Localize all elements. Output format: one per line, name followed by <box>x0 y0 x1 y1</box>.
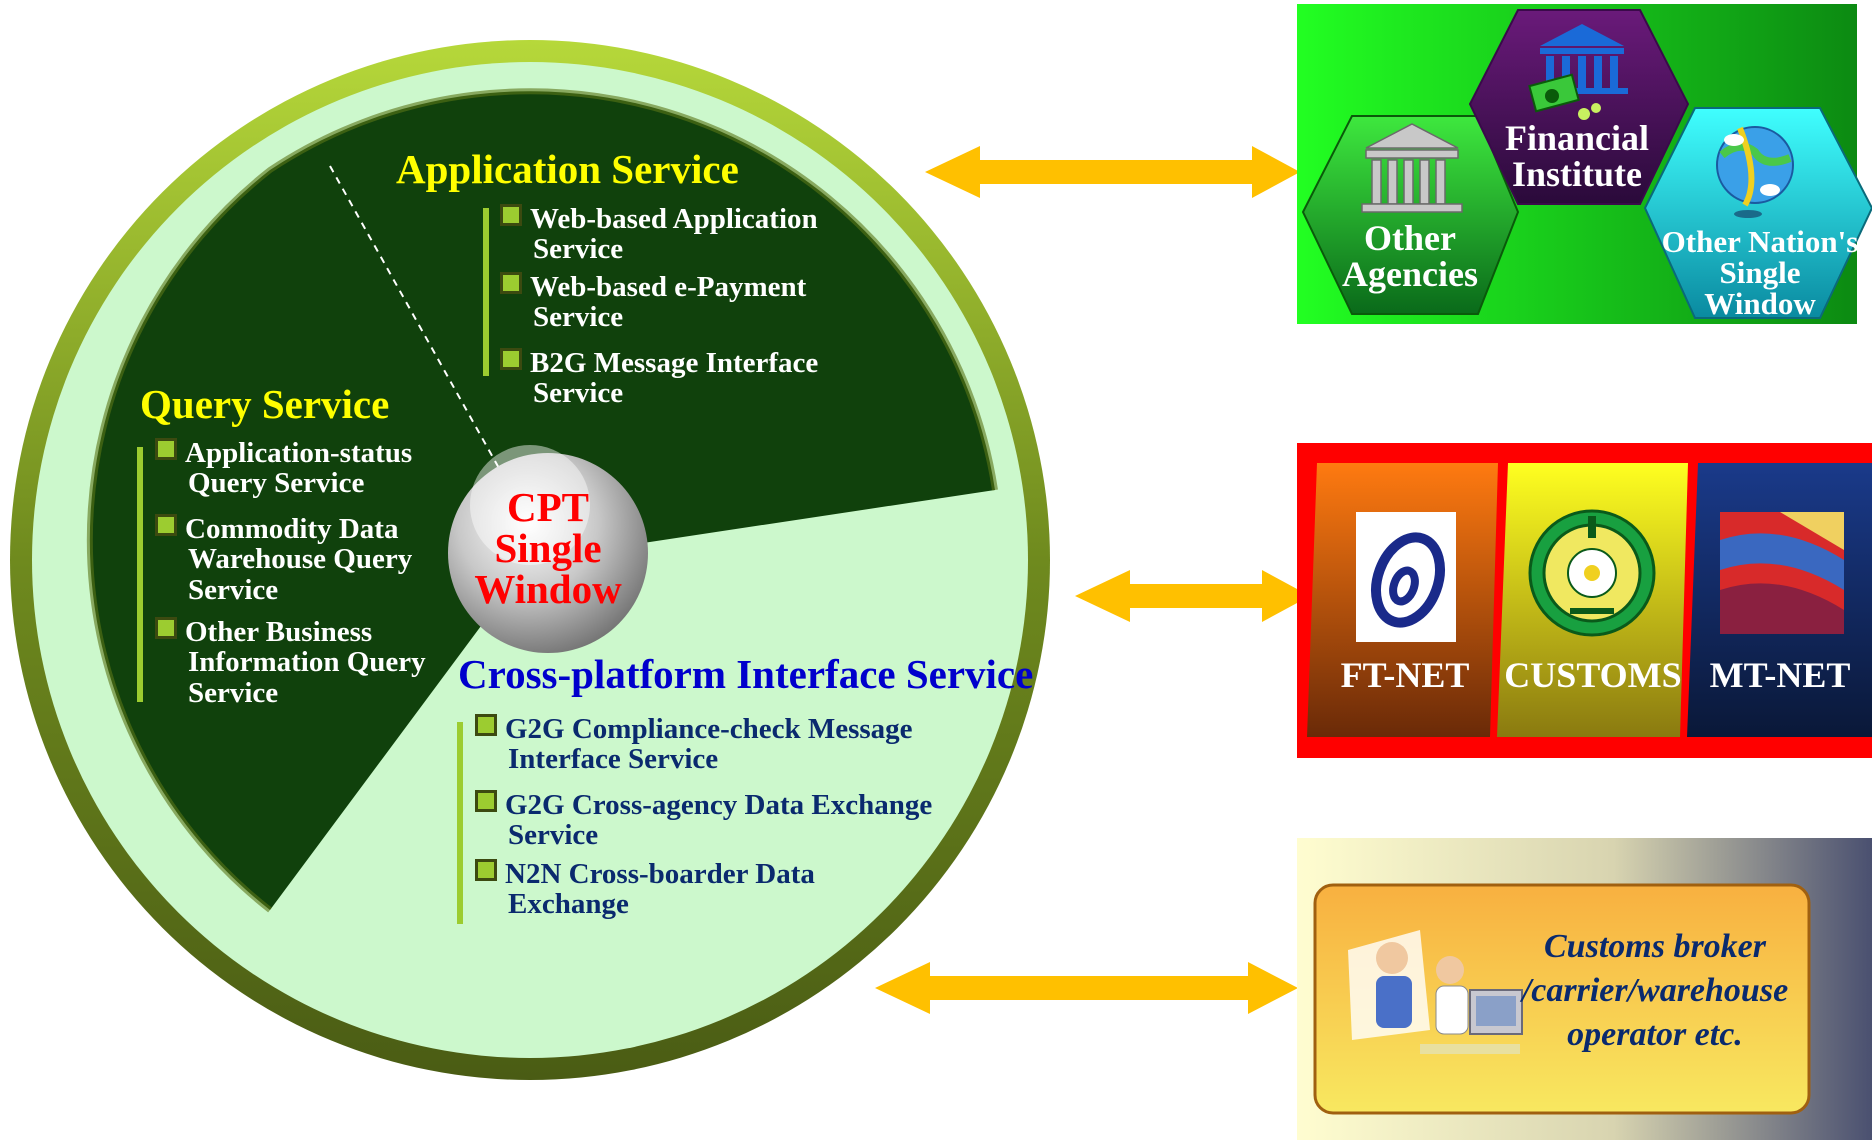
bullet-icon <box>155 617 177 639</box>
hex-financial <box>1468 9 1690 205</box>
arrow-bottom <box>875 962 1298 1014</box>
center-title: CPT Single Window <box>470 487 626 610</box>
query-item-1: Application-status Query Service <box>155 438 412 499</box>
arrow-middle <box>1075 570 1310 622</box>
application-title: Application Service <box>396 146 739 192</box>
application-item-1: Web-based Application Service <box>500 204 818 265</box>
bullet-icon <box>475 859 497 881</box>
broker-inner-panel <box>1313 883 1811 1115</box>
center-line-3: Window <box>474 566 622 612</box>
bullet-icon <box>475 790 497 812</box>
people-computer-icon <box>1348 930 1523 1054</box>
application-item-3: B2G Message Interface Service <box>500 348 818 409</box>
building-icon <box>1361 123 1463 213</box>
application-item-2: Web-based e-Payment Service <box>500 272 806 333</box>
bullet-icon <box>500 204 522 226</box>
bullet-icon <box>475 714 497 736</box>
globe-icon <box>1716 126 1794 218</box>
query-item-2: Commodity Data Warehouse Query Service <box>155 514 412 605</box>
query-bar <box>137 447 143 702</box>
cross-item-1: G2G Compliance-check Message Interface S… <box>475 714 913 775</box>
customs-emblem-icon <box>1528 509 1656 637</box>
arrows <box>875 146 1310 1014</box>
query-item-3: Other Business Information Query Service <box>155 617 426 708</box>
cross-bar <box>457 722 463 924</box>
other-nation-label: Other Nation's Single Window <box>1661 224 1859 321</box>
cross-title: Cross-platform Interface Service <box>458 651 1034 697</box>
application-bar <box>483 208 489 376</box>
center-line-2: Single <box>494 525 602 571</box>
bullet-icon <box>155 514 177 536</box>
other-agencies-label: Other Agencies <box>1342 218 1478 294</box>
center-ball-highlight <box>470 445 590 565</box>
bullet-icon <box>500 272 522 294</box>
bank-icon <box>1528 24 1628 120</box>
bullet-icon <box>155 438 177 460</box>
center-ball <box>448 453 648 653</box>
financial-label: Financial Institute <box>1504 118 1650 194</box>
cross-item-3: N2N Cross-boarder Data Exchange <box>475 859 815 920</box>
customs-label: CUSTOMS <box>1504 655 1682 695</box>
at-sign-icon <box>1371 532 1445 628</box>
arrow-top <box>925 146 1300 198</box>
bullet-icon <box>500 348 522 370</box>
center-line-1: CPT <box>507 484 589 530</box>
mtnet-label: MT-NET <box>1709 655 1851 695</box>
cross-item-2: G2G Cross-agency Data Exchange Service <box>475 790 932 851</box>
mtnet-flag-icon <box>1720 512 1844 634</box>
sector-divider <box>329 165 501 471</box>
broker-text: Customs broker /carrier/warehouse operat… <box>1521 928 1789 1054</box>
ftnet-label: FT-NET <box>1340 655 1470 695</box>
query-title: Query Service <box>140 381 390 427</box>
inner-ring-edge <box>86 88 998 913</box>
